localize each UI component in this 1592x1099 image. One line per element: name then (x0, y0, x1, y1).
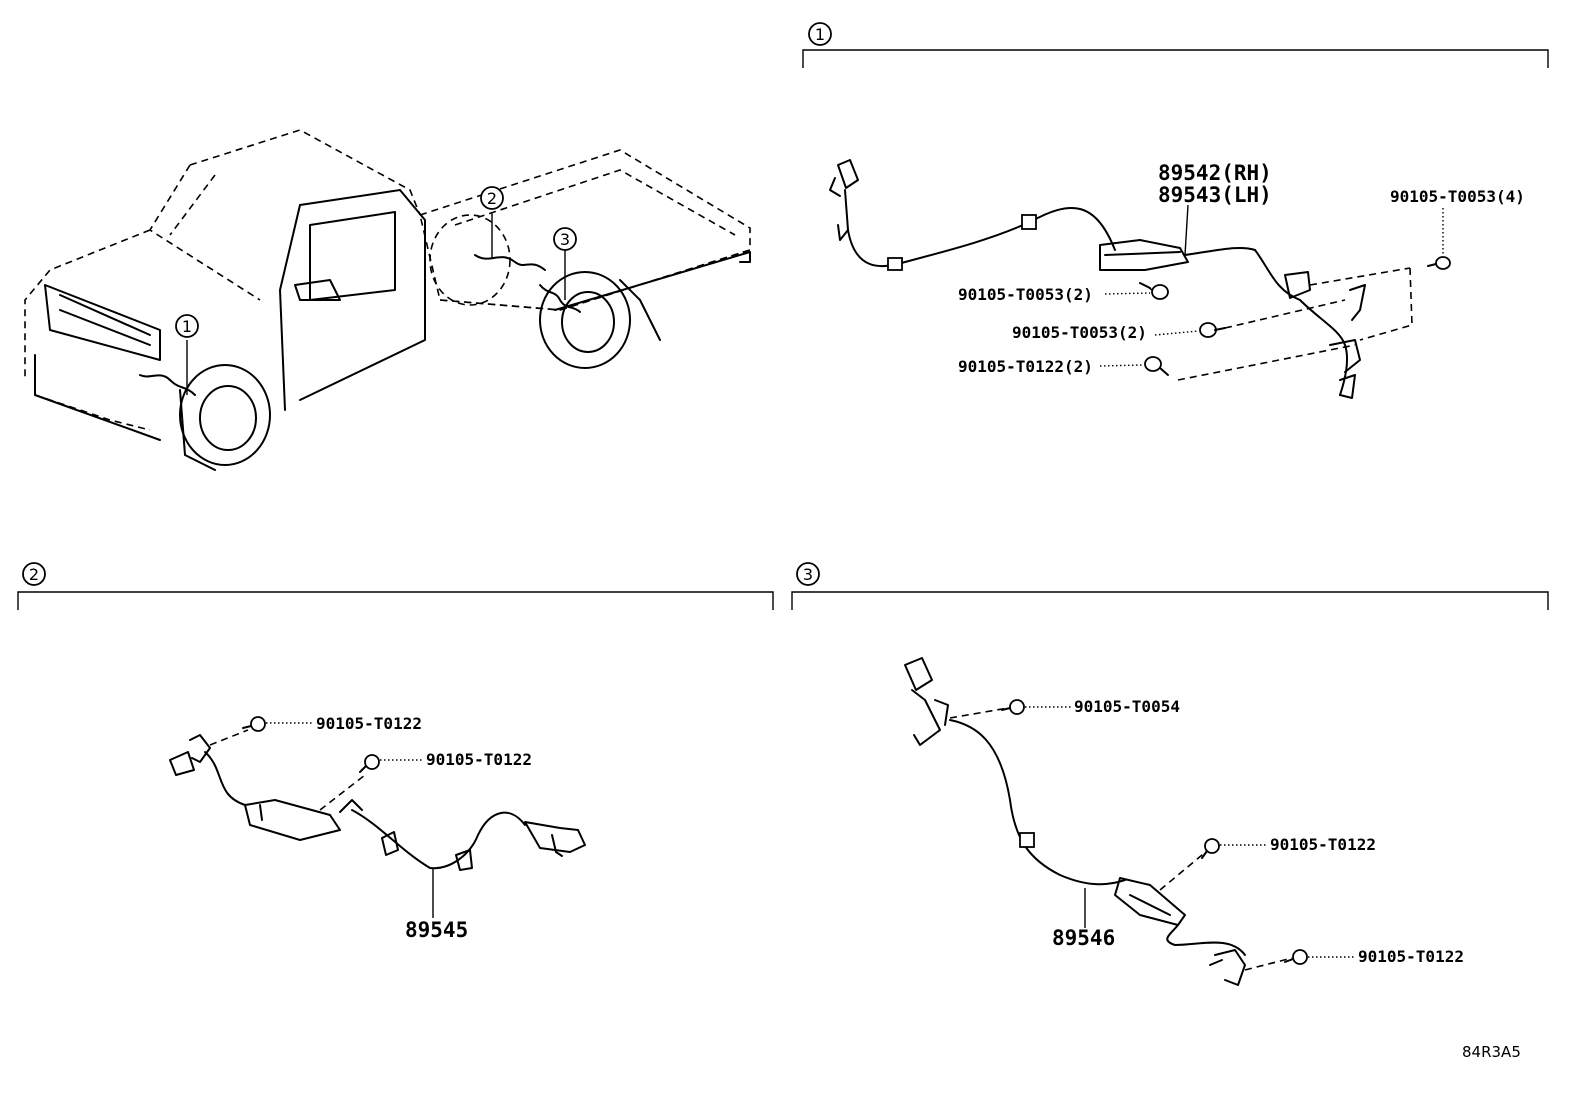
section-2-bolts (242, 716, 423, 773)
section-3-header: 3 (791, 562, 1549, 610)
bolt-icon (359, 754, 380, 773)
bolt-icon (1139, 282, 1169, 300)
part-number-89546: 89546 (1052, 926, 1115, 950)
section-3-bolts (1001, 699, 1356, 965)
truck-marker-2: 2 (480, 186, 504, 210)
section-2-header: 2 (17, 562, 774, 610)
truck-illustration (24, 129, 751, 471)
bolt-label-s1-a: 90105-T0053(4) (1390, 187, 1525, 206)
svg-text:1: 1 (815, 25, 825, 44)
bolt-icon (1201, 838, 1220, 859)
bolt-label-s1-b: 90105-T0053(2) (958, 285, 1093, 304)
bolt-label-s3-b: 90105-T0122 (1270, 835, 1376, 854)
bolt-icon (1144, 356, 1169, 376)
section-1-bolts (1099, 208, 1451, 376)
svg-text:2: 2 (29, 565, 39, 584)
truck-marker-1: 1 (175, 314, 199, 338)
bolt-label-s3-a: 90105-T0054 (1074, 697, 1180, 716)
diagram-code: 84R3A5 (1462, 1043, 1521, 1061)
bolt-icon (242, 716, 266, 732)
section-1-sensor-drawing (829, 159, 1413, 399)
bolt-icon (1427, 256, 1451, 270)
bolt-label-s1-c: 90105-T0053(2) (1012, 323, 1147, 342)
bolt-label-s2-a: 90105-T0122 (316, 714, 422, 733)
truck-marker-3: 3 (553, 227, 577, 251)
bolt-label-s3-c: 90105-T0122 (1358, 947, 1464, 966)
part-number-89545: 89545 (405, 918, 468, 942)
svg-text:3: 3 (560, 230, 570, 249)
part-number-89543: 89543(LH) (1158, 183, 1272, 207)
svg-text:3: 3 (803, 565, 813, 584)
bolt-icon (1001, 699, 1025, 715)
bolt-icon (1284, 949, 1308, 965)
part-number-89542: 89542(RH) (1158, 161, 1272, 185)
section-2-sensor-drawing (169, 729, 586, 918)
bolt-icon (1199, 322, 1226, 338)
svg-text:1: 1 (182, 317, 192, 336)
bolt-label-s2-b: 90105-T0122 (426, 750, 532, 769)
section-3-sensor-drawing (904, 657, 1293, 986)
section-1-header: 1 (802, 22, 1549, 68)
bolt-label-s1-d: 90105-T0122(2) (958, 357, 1093, 376)
svg-text:2: 2 (487, 189, 497, 208)
